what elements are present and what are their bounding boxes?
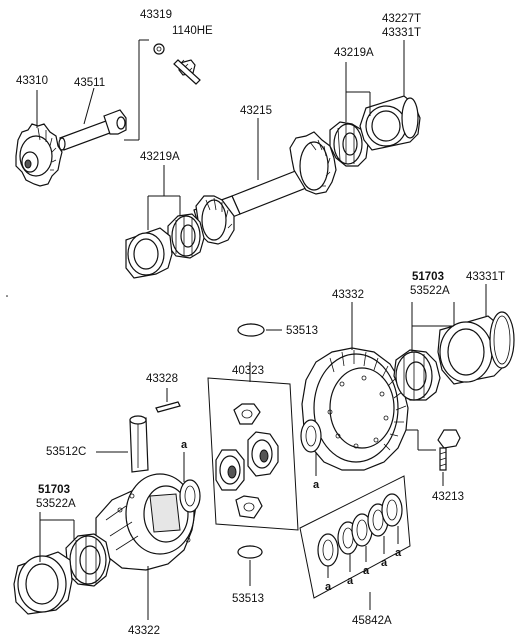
- bolt-1140he: [173, 59, 201, 85]
- marker-a-ring: a: [313, 479, 320, 491]
- race-mid: [125, 227, 173, 279]
- marker-a-case: a: [181, 439, 188, 451]
- race-43227t: [359, 95, 421, 151]
- washer-ring-left: [300, 419, 322, 453]
- label-51703-right: 51703: [412, 271, 444, 283]
- bearing-43219a-top: [329, 121, 369, 167]
- label-43219a-top: 43219A: [334, 47, 374, 59]
- label-43227t: 43227T: [382, 13, 421, 25]
- race-left-bottom: [13, 551, 73, 615]
- label-53522a-left: 53522A: [36, 498, 76, 510]
- label-43319: 43319: [140, 9, 172, 21]
- marker-a-shim-2: a: [347, 575, 354, 587]
- label-53513-top: 53513: [286, 325, 318, 337]
- bolt-43213: [437, 429, 461, 471]
- label-43219a-mid: 43219A: [140, 151, 180, 163]
- bearing-left-bottom: [65, 533, 111, 587]
- pinion-set-40323: [207, 377, 299, 531]
- label-45842a: 45842A: [352, 615, 392, 627]
- label-53513-bottom: 53513: [232, 593, 264, 605]
- shim-set-45842a: [299, 475, 411, 599]
- marker-a-shim-5: a: [395, 547, 402, 559]
- label-40323: 40323: [232, 365, 264, 377]
- label-43332: 43332: [332, 289, 364, 301]
- race-right: [437, 315, 507, 385]
- label-43328: 43328: [146, 373, 178, 385]
- label-43331t-right: 43331T: [466, 271, 505, 283]
- bearing-43219a-mid: [167, 213, 205, 259]
- ring-43331t-right: [489, 311, 515, 369]
- label-1140he: 1140HE: [172, 25, 213, 37]
- label-43511: 43511: [74, 77, 105, 89]
- label-43215: 43215: [240, 105, 272, 117]
- cap-53513-bottom: [237, 545, 263, 559]
- label-43310: 43310: [16, 75, 48, 87]
- ring-gear-43332: [301, 347, 409, 471]
- marker-a-shim-4: a: [381, 557, 388, 569]
- cap-53513-top: [237, 323, 265, 337]
- bearing-right: [393, 349, 441, 401]
- shaft-43511: [58, 109, 127, 151]
- case-43322: [95, 473, 197, 571]
- label-51703-left: 51703: [38, 484, 70, 496]
- marker-a-shim-1: a: [325, 581, 332, 593]
- label-43213: 43213: [432, 491, 464, 503]
- washer-case-a: [179, 479, 201, 513]
- pin-43328: [155, 401, 181, 413]
- label-53522a-right: 53522A: [410, 285, 450, 297]
- marker-a-shim-3: a: [363, 565, 370, 577]
- label-43331t-top: 43331T: [382, 27, 421, 39]
- gear-43310: [15, 123, 63, 187]
- label-43322: 43322: [128, 625, 160, 637]
- washer-43319: [153, 43, 165, 55]
- shaft-53512c: [129, 415, 149, 473]
- shaft-43215: [193, 131, 337, 245]
- label-53512c: 53512C: [46, 446, 86, 458]
